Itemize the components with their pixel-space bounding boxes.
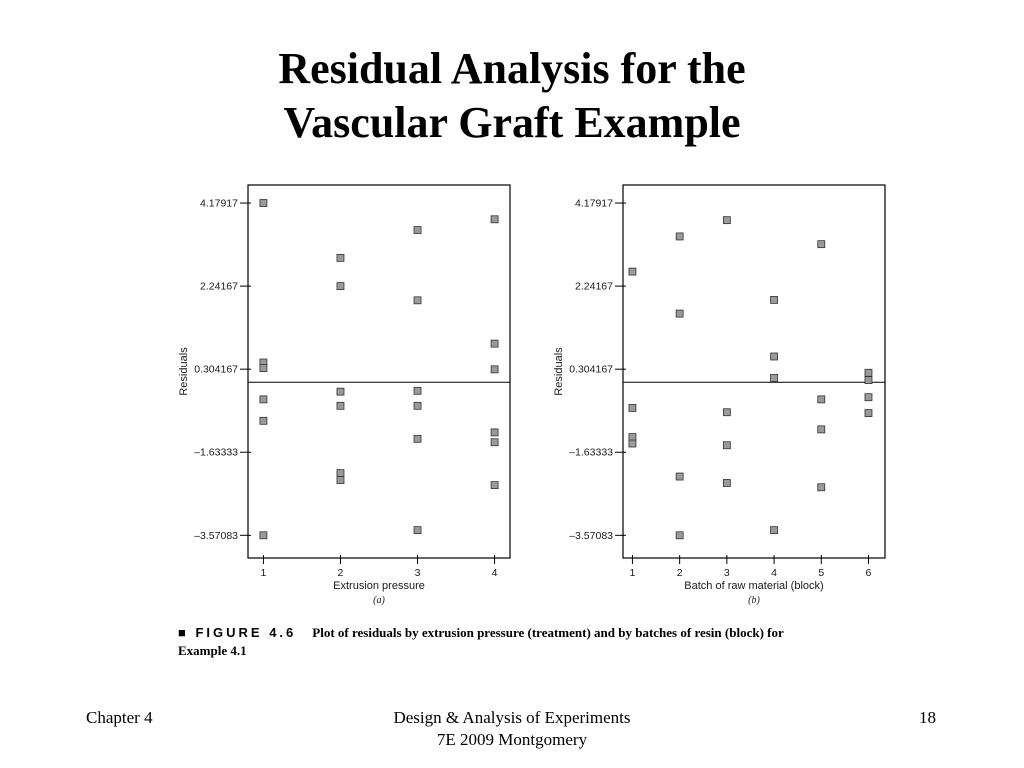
data-point <box>490 481 499 490</box>
data-point <box>675 531 684 540</box>
y-tick-label: 4.17917 <box>200 198 238 210</box>
data-point <box>817 483 826 492</box>
y-axis-label: Residuals <box>553 347 565 396</box>
x-tick-label: 1 <box>630 567 636 579</box>
x-tick-label: 4 <box>492 567 498 579</box>
x-axis-label: Extrusion pressure <box>333 580 425 592</box>
y-tick-label: 0.304167 <box>569 364 613 376</box>
data-point <box>490 365 499 374</box>
footer-chapter: Chapter 4 <box>86 708 153 727</box>
data-point <box>770 352 778 361</box>
data-point <box>413 401 422 410</box>
figure-caption-text-2: Example 4.1 <box>178 643 247 658</box>
data-point <box>259 395 268 404</box>
data-point <box>336 282 345 291</box>
data-point <box>628 433 637 441</box>
x-tick-label: 6 <box>866 567 872 579</box>
footer-course-line-1: Design & Analysis of Experiments <box>393 708 631 727</box>
data-point <box>490 438 499 447</box>
data-point <box>490 339 499 348</box>
panel-label: (b) <box>748 595 760 606</box>
data-point <box>770 374 778 382</box>
data-point <box>864 409 873 417</box>
residual-plot-extrusion-pressure: 4.17917 2.24167 0.304167 –1.63333 –3.57083 1 2… <box>178 184 511 606</box>
data-point <box>675 232 684 241</box>
data-point <box>817 425 826 434</box>
data-point <box>817 395 826 404</box>
data-point <box>628 404 637 412</box>
figure-tag: ■ FIGURE 4.6 <box>178 625 297 640</box>
data-point <box>413 434 422 443</box>
data-point <box>722 216 731 225</box>
footer-page-number: 18 <box>919 708 936 727</box>
data-point <box>722 408 731 417</box>
data-point <box>413 226 422 234</box>
x-axis-label: Batch of raw material (block) <box>684 580 823 592</box>
footer-course-line-2: 7E 2009 Montgomery <box>436 730 588 749</box>
y-tick-label: 2.24167 <box>575 281 613 293</box>
panel-label: (a) <box>373 595 385 606</box>
data-point <box>490 428 499 437</box>
residual-plot-batch: 4.17917 2.24167 0.304167 –1.63333 –3.57083 1 2… <box>553 184 886 606</box>
data-point <box>259 416 268 425</box>
y-tick-label: 2.24167 <box>200 281 238 293</box>
y-tick-label: 4.17917 <box>575 198 613 210</box>
figure-caption: ■ FIGURE 4.6 Plot of residuals by extrusi… <box>178 624 898 660</box>
slide-title: Residual Analysis for the Vascular Graft… <box>0 42 1024 150</box>
x-tick-label: 2 <box>677 567 683 579</box>
data-point <box>770 526 778 535</box>
y-tick-label: –1.63333 <box>194 447 238 459</box>
data-point <box>336 469 345 478</box>
data-point <box>628 267 637 276</box>
data-point <box>336 387 345 396</box>
data-point <box>336 253 345 262</box>
data-point <box>259 364 268 372</box>
data-point <box>722 441 731 450</box>
footer-course: Design & Analysis of Experiments 7E 2009… <box>312 707 712 751</box>
data-point <box>336 401 345 410</box>
data-point <box>259 199 268 207</box>
data-point <box>628 439 637 448</box>
data-point <box>817 240 826 249</box>
data-point <box>864 376 873 384</box>
x-tick-label: 4 <box>771 567 777 579</box>
figure-caption-text: Plot of residuals by extrusion pressure … <box>312 625 784 640</box>
plot-frame <box>622 184 886 559</box>
y-tick-label: –3.57083 <box>194 530 238 542</box>
data-point <box>413 526 422 535</box>
data-point <box>864 368 873 377</box>
data-point <box>864 393 873 402</box>
data-point <box>259 531 268 540</box>
title-line-2: Vascular Graft Example <box>283 98 741 147</box>
x-tick-label: 1 <box>260 567 266 579</box>
data-point <box>675 472 684 481</box>
data-point <box>770 296 778 304</box>
data-point <box>675 309 684 318</box>
data-point <box>413 386 422 395</box>
y-tick-label: 0.304167 <box>194 364 238 376</box>
data-point <box>722 479 731 487</box>
y-tick-label: –1.63333 <box>569 447 613 459</box>
x-tick-label: 3 <box>724 567 730 579</box>
y-tick-label: –3.57083 <box>569 530 613 542</box>
y-axis-label: Residuals <box>178 347 190 396</box>
title-line-1: Residual Analysis for the <box>278 44 746 93</box>
data-point <box>490 215 499 224</box>
x-tick-label: 5 <box>818 567 824 579</box>
x-tick-label: 2 <box>338 567 344 579</box>
plot-frame <box>247 184 511 559</box>
data-point <box>413 296 422 305</box>
x-tick-label: 3 <box>415 567 421 579</box>
data-point <box>336 476 345 484</box>
